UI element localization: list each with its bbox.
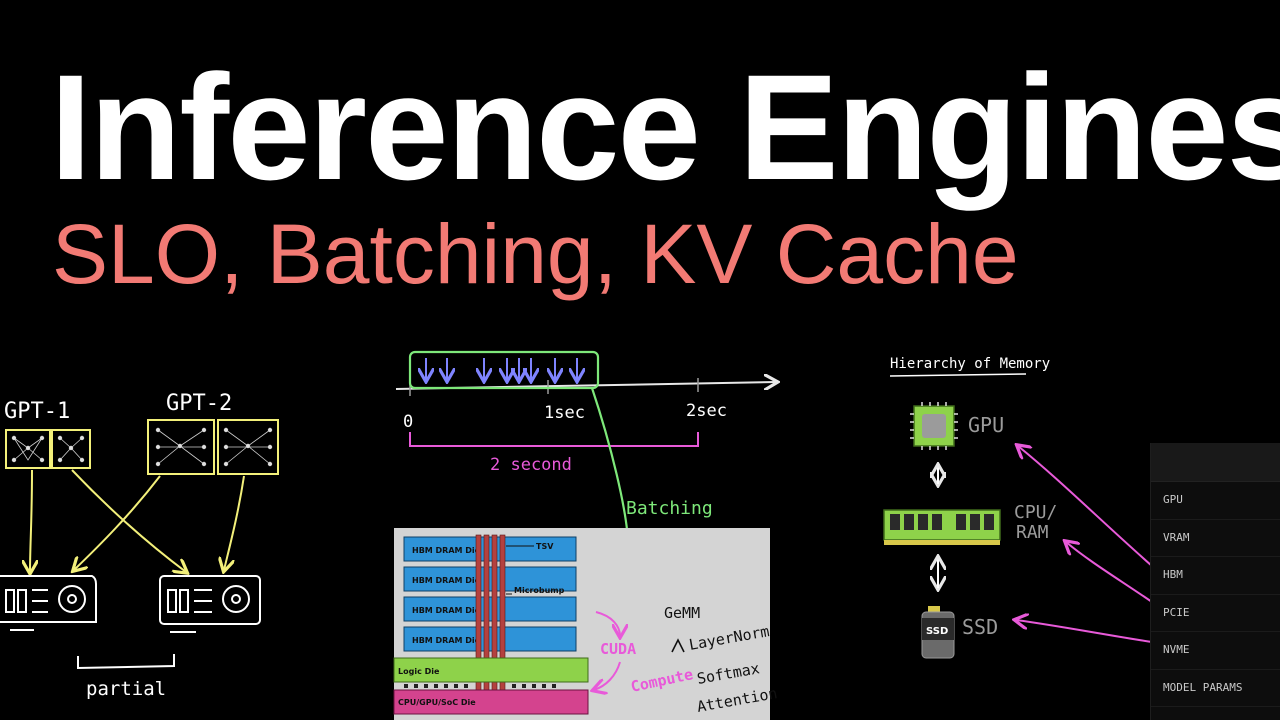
- gemm-arrow: [671, 638, 685, 653]
- gpt2-label: GPT-2: [166, 391, 232, 416]
- bandwidth-arrows: [1016, 446, 1153, 643]
- panel-row-gpu: GPU: [1151, 482, 1280, 520]
- to-base-arrow: [594, 661, 621, 690]
- gpt2-block-b: [217, 419, 279, 475]
- hbm-figure: HBM DRAM Die HBM DRAM Die HBM DRAM Die H…: [393, 528, 770, 720]
- gpt2-block-a: [147, 419, 215, 475]
- cpu-tier-label: CPU/: [1014, 502, 1057, 523]
- partial-label: partial: [86, 678, 166, 700]
- gpu-card-right: [159, 575, 261, 633]
- model-split-sketch: GPT-1 GPT-2: [0, 391, 279, 700]
- base-die: [393, 689, 589, 715]
- page-title: Inference Engines: [50, 43, 1280, 211]
- logic-die: [393, 657, 589, 683]
- hbm-die-1-label: HBM DRAM Die: [412, 546, 481, 555]
- request-arrows: [426, 358, 577, 380]
- gpu-tier-label: GPU: [968, 413, 1004, 437]
- gpt1-label: GPT-1: [4, 399, 70, 424]
- bump-row: [404, 684, 556, 688]
- hbm-die-4-label: HBM DRAM Die: [412, 636, 481, 645]
- base-die-label: CPU/GPU/SoC Die: [398, 698, 476, 707]
- panel-header: [1151, 443, 1280, 482]
- memory-hierarchy-sketch: Hierarchy of Memory GPU: [883, 356, 1153, 659]
- to-cuda-arrow: [595, 611, 620, 636]
- panel-row-vram: VRAM: [1151, 520, 1280, 557]
- memory-title-underline: [889, 373, 1027, 377]
- panel-row-hbm: HBM: [1151, 557, 1280, 595]
- hbm-die-2-label: HBM DRAM Die: [412, 576, 481, 585]
- network-mesh: [11, 427, 273, 467]
- ssd-tier-label: SSD: [962, 615, 998, 639]
- panel-row-pcie: PCIE: [1151, 595, 1280, 632]
- span-label: 2 second: [490, 455, 572, 475]
- panel-row-model-params: MODEL PARAMS: [1151, 670, 1280, 707]
- memory-title: Hierarchy of Memory: [890, 356, 1050, 372]
- tick-1sec: 1sec: [544, 403, 585, 423]
- span-bracket: [409, 432, 699, 447]
- gpt1-block-a: [5, 429, 51, 469]
- placement-arrows: [30, 469, 245, 572]
- ram-tier-label: RAM: [1016, 522, 1049, 543]
- page-subtitle: SLO, Batching, KV Cache: [52, 207, 1019, 301]
- batch-window: [408, 350, 600, 390]
- ssd-icon: [921, 606, 955, 659]
- gpu-card-left: [0, 575, 97, 631]
- hbm-die-stack: [403, 536, 577, 652]
- tsv-label: TSV: [536, 542, 554, 551]
- partial-bracket: [77, 654, 175, 670]
- hbm-die-3-label: HBM DRAM Die: [412, 606, 481, 615]
- ram-stick-icon: [883, 509, 1001, 545]
- microbump-label: Microbump: [514, 586, 565, 595]
- cuda-label: CUDA: [600, 640, 636, 658]
- panel-row-nvme: NVME: [1151, 632, 1280, 670]
- tick-0: 0: [403, 412, 413, 432]
- gpu-chip-icon: [910, 402, 958, 450]
- memory-tier-panel: GPU VRAM HBM PCIE NVME MODEL PARAMS: [1150, 443, 1280, 720]
- gpt1-block-b: [51, 429, 91, 469]
- logic-die-label: Logic Die: [398, 667, 440, 676]
- tick-2sec: 2sec: [686, 401, 727, 421]
- batching-label: Batching: [626, 498, 713, 519]
- gemm-label: GeMM: [664, 604, 700, 622]
- ssd-chip-label: SSD: [926, 626, 948, 637]
